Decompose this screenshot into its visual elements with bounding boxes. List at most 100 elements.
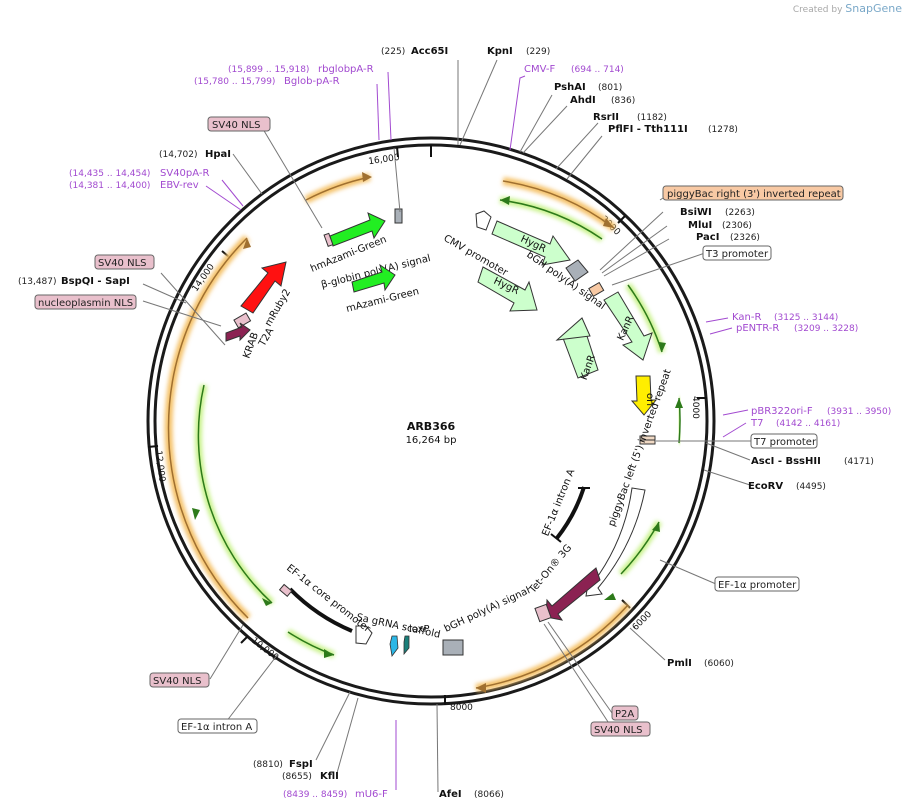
t7-primer-range: (4142 .. 4161)	[776, 419, 840, 429]
green-arc-5-line	[197, 384, 273, 604]
kpni-name: KpnI	[487, 46, 513, 57]
kanr-primer-range: (3125 .. 3144)	[774, 313, 838, 323]
orange-arc-top-right-line	[502, 180, 615, 229]
pmli-pos: (6060)	[704, 659, 734, 669]
sv40-nls-mid-box[interactable]	[94, 254, 155, 270]
rsrii-name: RsrII	[593, 112, 619, 123]
sv40-nls-top-box[interactable]	[207, 116, 271, 132]
ef1a-promoter-box[interactable]	[714, 576, 800, 592]
arc-arrowhead	[675, 398, 683, 408]
ruler-label-12000: 12,000	[153, 450, 167, 483]
kanr-arrow-1	[603, 291, 653, 361]
arc-arrowhead	[603, 218, 614, 228]
hpai-pos: (14,702)	[159, 150, 198, 160]
sv40-nls-marker-top	[323, 232, 334, 247]
ruler-tick	[617, 215, 626, 224]
enzyme-line	[659, 559, 717, 585]
credit: Created by SnapGene	[793, 2, 902, 15]
ef1a-core-arrow	[355, 625, 373, 645]
arc-arrowhead	[262, 598, 272, 606]
arc-arrowhead	[500, 196, 510, 205]
ef1a-intron-box-label: EF-1α intron A	[181, 722, 252, 733]
piggybac-left-arrow	[585, 487, 646, 597]
ef1a-intron-box[interactable]	[177, 718, 258, 734]
bgh-polya-label-2: bGH poly(A) signal	[443, 585, 532, 634]
arc-arrowhead	[652, 522, 660, 532]
asci-pos: (4171)	[844, 457, 874, 467]
enzyme-line	[142, 283, 187, 304]
sv40-nls-left-label: SV40 NLS	[153, 676, 202, 687]
acc65i-pos: (225)	[381, 47, 405, 57]
nucleoplasmin-box[interactable]	[34, 294, 137, 310]
sv40-nls-bottom-box[interactable]	[590, 721, 651, 737]
boxed-labels: piggyBac right (3') inverted repeat T3 p…	[34, 116, 844, 737]
piggybac-right-box[interactable]	[662, 185, 844, 201]
bsiwi-name: BsiWI	[680, 207, 712, 218]
bglob-range: (15,780 .. 15,799)	[194, 77, 275, 87]
ebv-name: EBV-rev	[160, 180, 199, 191]
green-arc-1-line	[499, 199, 603, 240]
t3-promoter-box[interactable]	[702, 245, 772, 261]
arc-arrowhead	[243, 238, 251, 249]
krab-arrow	[225, 322, 251, 342]
ori-arrow	[630, 375, 658, 416]
enzyme-line	[160, 272, 226, 346]
mu6-name: mU6-F	[355, 789, 388, 800]
enzyme-line	[601, 225, 668, 274]
enzyme-line	[436, 703, 439, 793]
p2a-marker	[534, 603, 552, 623]
backbone	[146, 136, 716, 706]
sv40-nls-left-box[interactable]	[149, 672, 210, 688]
cmv-promoter-arrow	[475, 210, 492, 231]
arc-arrowhead	[604, 593, 616, 600]
ef1a-intron-arc	[555, 486, 586, 540]
sagrna-marker	[389, 635, 399, 657]
t7-promoter-box[interactable]	[750, 433, 818, 449]
mazami-arrow	[351, 263, 396, 293]
primer-line	[722, 422, 747, 438]
enzyme-line	[225, 653, 279, 723]
mlui-name: MluI	[688, 220, 712, 231]
paci-pos: (2326)	[730, 233, 760, 243]
enzyme-line	[611, 252, 706, 286]
enzyme-line	[566, 135, 603, 180]
bspqi-name: BspQI - SapI	[61, 276, 130, 287]
asci-name: AscI - BssHII	[751, 456, 821, 467]
t2a-marker	[233, 312, 252, 329]
ecorv-pos: (4495)	[796, 482, 826, 492]
bspqi-pos: (13,487)	[18, 277, 57, 287]
ef1a-core-label: EF-1α core promoter	[284, 563, 373, 636]
arc-arrowhead	[192, 508, 200, 520]
pentr-name: pENTR-R	[736, 323, 779, 334]
mruby2-label: mRuby2	[263, 287, 293, 328]
pentr-range: (3209 .. 3228)	[794, 324, 858, 334]
cmv-promoter-label: CMV promoter	[442, 233, 511, 279]
plasmid-length: 16,264 bp	[406, 435, 457, 446]
sv40-nls-bottom-label: SV40 NLS	[594, 725, 643, 736]
piggybac-right-label: piggyBac right (3') inverted repeat	[667, 189, 841, 200]
pbr322-name: pBR322ori-F	[751, 406, 813, 417]
ruler-tick	[240, 635, 249, 644]
ruler-label-4000: 4000	[690, 396, 700, 419]
enzyme-line	[393, 147, 401, 213]
backbone-outer	[146, 136, 716, 706]
pflfi-name: PflFI - Tth111I	[608, 124, 688, 135]
ecorv-name: EcoRV	[748, 481, 783, 492]
loxp-label: loxP	[409, 624, 430, 635]
enzyme-line	[142, 300, 222, 327]
ruler-tick	[147, 445, 159, 448]
primer-line	[709, 327, 733, 335]
pbr322-range: (3931 .. 3950)	[827, 407, 891, 417]
p2a-box[interactable]	[611, 705, 639, 721]
enzyme-line	[259, 123, 323, 229]
kanr-arrow-2-head	[555, 317, 591, 341]
enzyme-line	[705, 442, 751, 461]
green-arc-2-line	[627, 284, 663, 353]
plasmid-name: ARB366	[407, 420, 456, 433]
rbglob-range: (15,899 .. 15,918)	[228, 65, 309, 75]
pshai-name: PshAI	[554, 82, 586, 93]
t7-primer-name: T7	[750, 418, 763, 429]
primer-line	[221, 179, 244, 207]
enzyme-line	[629, 627, 666, 661]
bglobin-polya-block	[394, 208, 403, 224]
